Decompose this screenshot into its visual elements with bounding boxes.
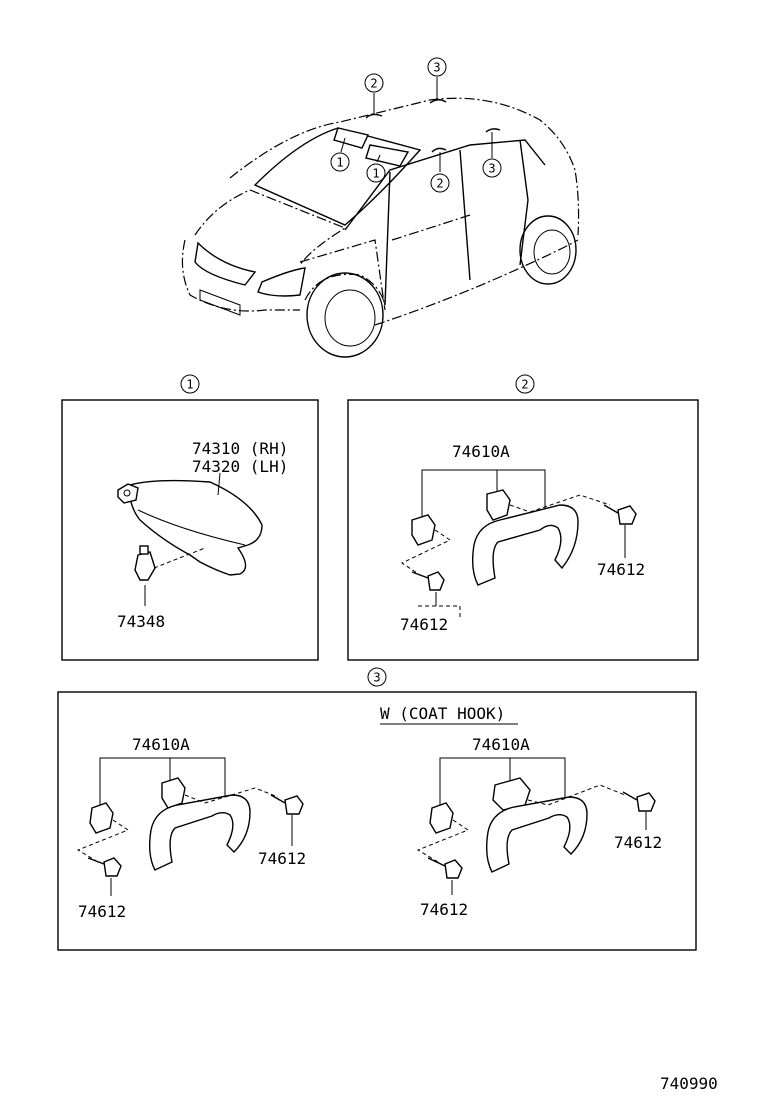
svg-text:3: 3 — [373, 671, 380, 685]
panel-3-frame — [57, 691, 697, 951]
panel-1-callout: 1 — [180, 374, 200, 394]
car-callout-2a: 2 — [364, 73, 384, 93]
part-74610a-left-label: 74610A — [132, 735, 190, 754]
coat-hook-variant-label: W (COAT HOOK) — [380, 704, 505, 723]
part-74612-right-label: 74612 — [597, 560, 645, 579]
part-74610a-right-label: 74610A — [472, 735, 530, 754]
panel-1-frame — [61, 399, 319, 661]
part-74612-left-label: 74612 — [400, 615, 448, 634]
svg-text:2: 2 — [521, 378, 528, 392]
svg-text:2: 2 — [436, 177, 443, 191]
part-74612-right-left-label: 74612 — [420, 900, 468, 919]
assist-grip-left-drawing — [76, 757, 304, 896]
svg-text:1: 1 — [372, 167, 379, 181]
car-callout-3b: 3 — [482, 158, 502, 178]
panel-2-frame — [347, 399, 699, 661]
part-74612-left-right-label: 74612 — [258, 849, 306, 868]
svg-text:1: 1 — [336, 156, 343, 170]
part-74610a-label: 74610A — [452, 442, 510, 461]
assist-grip-right-drawing — [416, 757, 656, 895]
part-74348-label: 74348 — [117, 612, 165, 631]
part-74612-left-left-label: 74612 — [78, 902, 126, 921]
part-74612-right-right-label: 74612 — [614, 833, 662, 852]
svg-text:3: 3 — [433, 61, 440, 75]
car-callout-2b: 2 — [430, 173, 450, 193]
panel-2-callout: 2 — [515, 374, 535, 394]
panel-3-callout: 3 — [367, 667, 387, 687]
sun-visor-drawing — [117, 472, 263, 606]
illustration-code: 740990 — [660, 1074, 718, 1093]
assist-grip-drawing — [400, 469, 637, 620]
svg-text:1: 1 — [186, 378, 193, 392]
svg-text:3: 3 — [488, 162, 495, 176]
svg-text:2: 2 — [370, 77, 377, 91]
part-74310-label: 74310 (RH) — [192, 439, 288, 458]
car-callout-3a: 3 — [427, 57, 447, 77]
vehicle-overview — [181, 77, 580, 358]
car-callout-1a: 1 — [330, 152, 350, 172]
part-74320-label: 74320 (LH) — [192, 457, 288, 476]
car-callout-1b: 1 — [366, 163, 386, 183]
